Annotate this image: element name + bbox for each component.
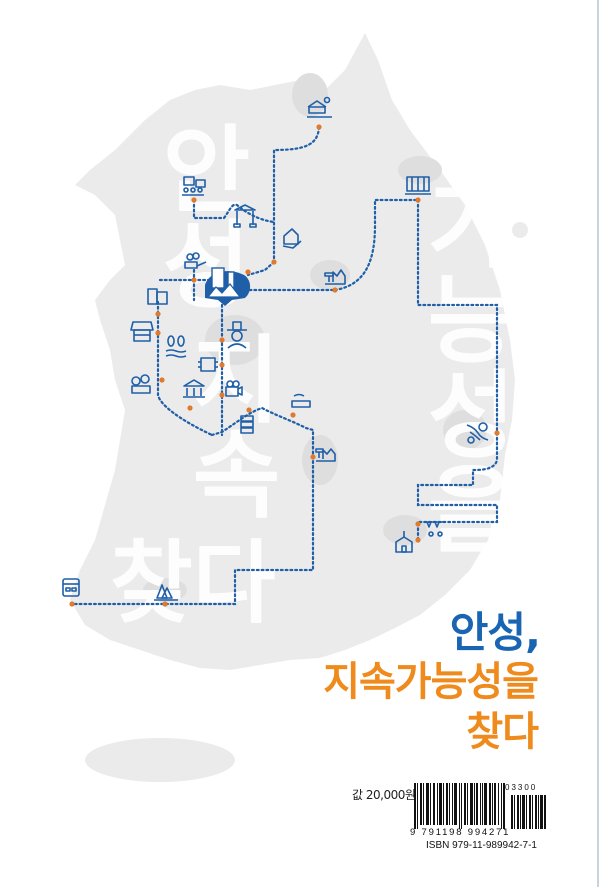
barcode-addon-number: 03300 [505,783,538,792]
page-edge-divider [597,0,599,887]
barcode-number: 9 791198 994271 [410,827,511,838]
farm-sun-icon [307,96,332,118]
school-icon [395,531,413,553]
background-word-chatda: 찾다 [110,531,276,636]
museum-gate-icon [233,204,257,228]
factory-icon [324,269,346,285]
background-word-ganeungseong: 가능성을 [408,175,518,555]
title-line-3: 찾다 [466,709,539,755]
city-center-icon [205,267,251,306]
book-icon [147,288,168,305]
isbn-barcode [414,783,546,829]
isbn-label: ISBN 979-11-989942-7-1 [426,840,537,851]
bus-icon [62,578,80,597]
server-stack-icon [240,415,254,434]
camera-icon [225,380,243,397]
trees-water-icon [165,335,187,358]
title-line-1: 안성, [449,608,541,657]
family-icon [131,374,151,394]
traditional-hat-person-icon [227,321,247,349]
title-line-2: 지속가능성을 [323,659,539,705]
house-care-icon [282,228,302,249]
road-trees-icon [466,422,489,444]
bank-icon [183,379,205,398]
price-label: 값 20,000원 [352,788,416,802]
microchip-icon [198,357,218,372]
market-stall-icon [130,321,154,342]
organization-chart-icon [182,176,206,196]
forest-icon [154,584,178,601]
greenhouse-icon [405,176,431,195]
smart-farm-icon [291,393,311,408]
factory-icon-2 [315,448,336,462]
festival-icon [425,521,445,537]
flower-hand-icon [184,252,207,269]
